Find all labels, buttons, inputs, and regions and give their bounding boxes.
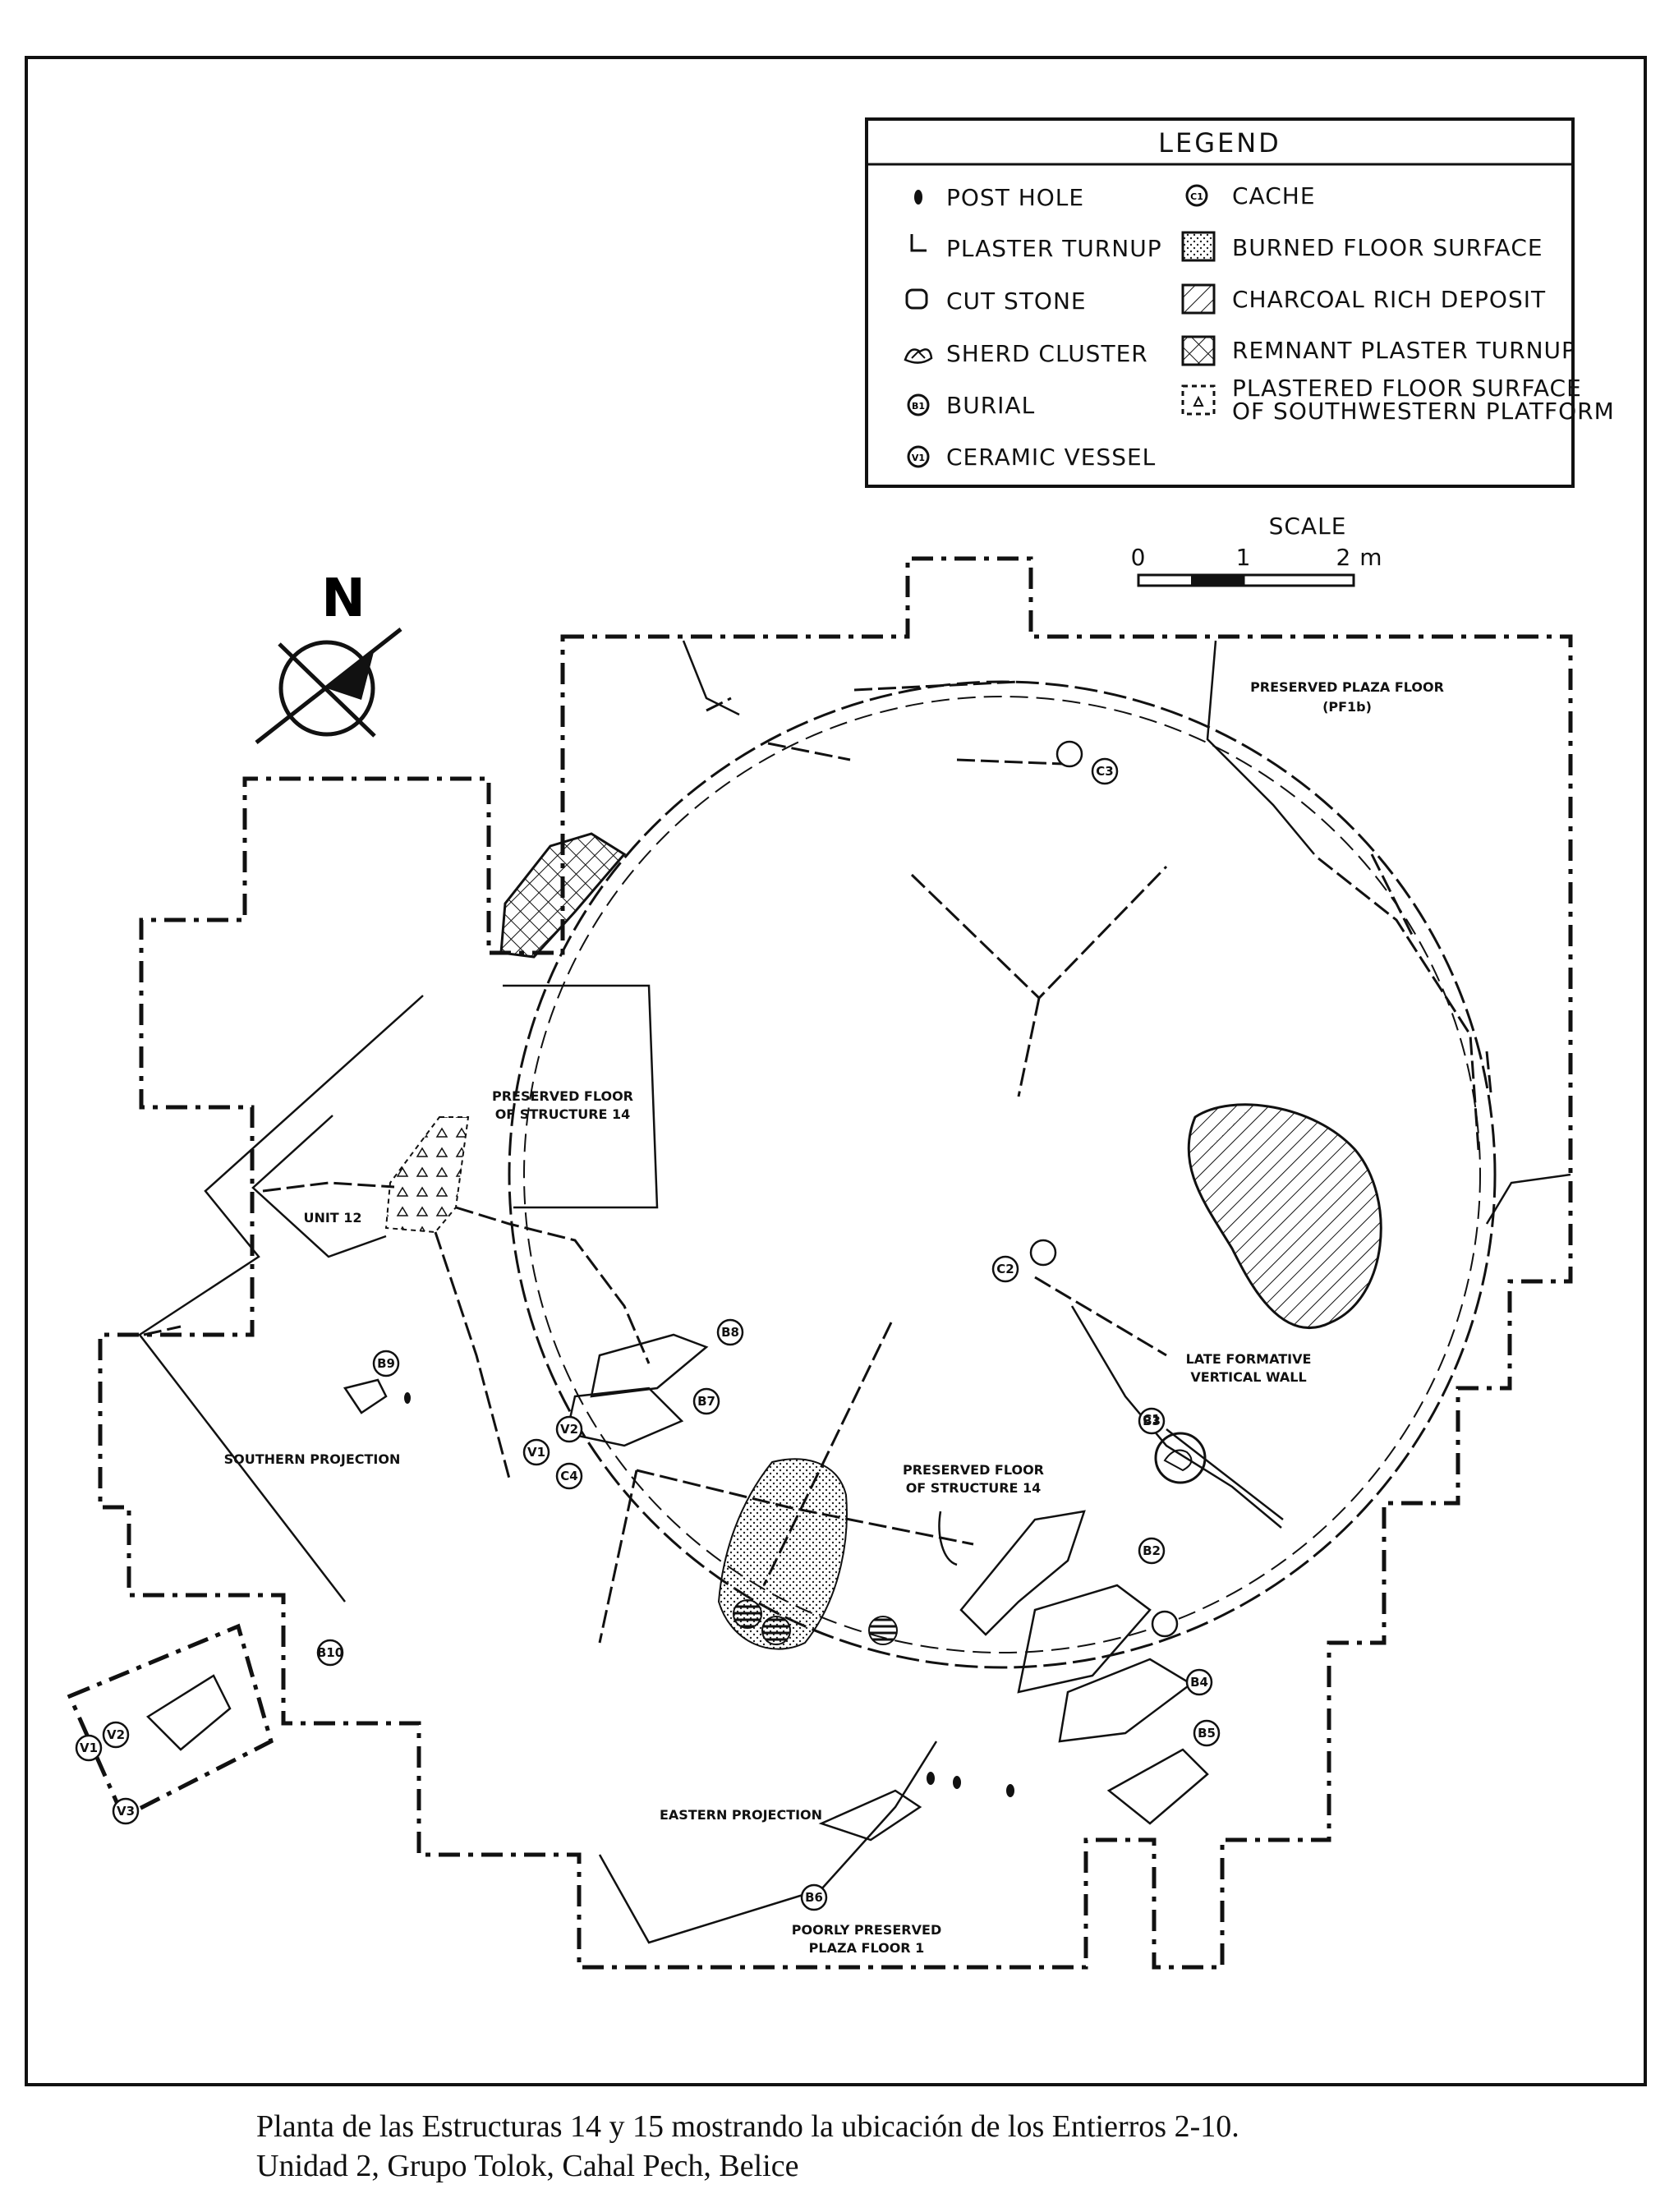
striped-features xyxy=(733,1599,898,1645)
marker-b2: B2 xyxy=(1143,1543,1161,1558)
label-late-wall-2: VERTICAL WALL xyxy=(1190,1369,1306,1385)
plastered-floor-swatch xyxy=(1181,384,1216,416)
label-late-wall-1: LATE FORMATIVE xyxy=(1186,1351,1312,1367)
marker-b5: B5 xyxy=(1198,1726,1216,1741)
scale-tick-2: 2 m xyxy=(1336,544,1383,571)
legend-sherd-cluster: SHERD CLUSTER xyxy=(946,340,1148,367)
legend-burial: BURIAL xyxy=(946,392,1035,419)
plan-linework xyxy=(138,640,1571,1944)
scale-bar: SCALE 0 1 2 m xyxy=(1131,513,1383,587)
label-plaza-floor-2: (PF1b) xyxy=(1322,699,1372,715)
scale-tick-1: 1 xyxy=(1236,544,1252,571)
label-plaza-floor-1: PRESERVED PLAZA FLOOR xyxy=(1250,679,1444,695)
svg-text:C1: C1 xyxy=(1190,191,1203,202)
legend-cache: CACHE xyxy=(1232,182,1316,209)
label-poor-floor-1: POORLY PRESERVED xyxy=(792,1922,941,1938)
burned-floor-swatch xyxy=(1181,231,1216,262)
marker-v2b: V2 xyxy=(107,1727,125,1742)
ceramic-vessel-icon: V1 xyxy=(907,445,930,468)
north-label: N xyxy=(321,568,366,629)
marker-labels: B8 B7 B9 B10 B3 B2 B4 B5 B6 V2 V1 V1 V2 … xyxy=(80,764,1216,1905)
legend-plaster-turnup: PLASTER TURNUP xyxy=(946,235,1162,262)
scale-title: SCALE xyxy=(1269,513,1347,540)
legend-post-hole: POST HOLE xyxy=(946,184,1084,211)
label-unit12: UNIT 12 xyxy=(303,1210,361,1226)
label-southern-projection: SOUTHERN PROJECTION xyxy=(224,1451,401,1467)
cache-icon: C1 xyxy=(1185,184,1208,207)
marker-b3: B3 xyxy=(1143,1414,1161,1428)
sherd-cluster-icon xyxy=(904,348,933,364)
label-floor14a-2: OF STRUCTURE 14 xyxy=(495,1106,631,1122)
marker-b8: B8 xyxy=(721,1325,739,1340)
marker-b10: B10 xyxy=(317,1645,343,1660)
post-holes xyxy=(404,1392,1014,1797)
post-hole-icon xyxy=(914,190,922,205)
cut-stone-icon xyxy=(905,288,928,310)
marker-b7: B7 xyxy=(697,1394,715,1409)
charcoal-deposit-swatch xyxy=(1181,283,1216,315)
label-eastern-projection: EASTERN PROJECTION xyxy=(660,1807,822,1823)
figure-caption-line1: Planta de las Estructuras 14 y 15 mostra… xyxy=(256,2109,1239,2144)
marker-c2: C2 xyxy=(996,1262,1014,1276)
remnant-turnup-swatch xyxy=(1181,335,1216,366)
marker-c4: C4 xyxy=(560,1469,577,1483)
legend-remnant-turnup: REMNANT PLASTER TURNUP xyxy=(1232,337,1576,364)
legend-cut-stone: CUT STONE xyxy=(946,287,1087,315)
legend-title: LEGEND xyxy=(1158,127,1281,159)
legend-plastered-floor-1: PLASTERED FLOOR SURFACE xyxy=(1232,375,1582,402)
svg-text:B1: B1 xyxy=(912,401,925,412)
excavation-boundary xyxy=(67,556,1573,1970)
label-floor14a-1: PRESERVED FLOOR xyxy=(492,1088,633,1104)
legend-burned-floor: BURNED FLOOR SURFACE xyxy=(1232,234,1543,261)
marker-v1: V1 xyxy=(527,1445,545,1460)
remnant-plaster-turnup-area xyxy=(499,832,627,959)
marker-v3: V3 xyxy=(117,1804,135,1819)
legend-plastered-floor-2: OF SOUTHWESTERN PLATFORM xyxy=(1232,398,1615,425)
legend: LEGEND POST HOLE PLASTER TURNUP CUT STON… xyxy=(865,117,1615,488)
figure-caption-line2: Unidad 2, Grupo Tolok, Cahal Pech, Belic… xyxy=(256,2149,799,2183)
marker-v1b: V1 xyxy=(80,1741,98,1755)
legend-ceramic-vessel: CERAMIC VESSEL xyxy=(946,444,1156,471)
plaster-turnup-icon xyxy=(910,234,927,252)
sherd-cluster-feature xyxy=(1154,1432,1207,1484)
area-labels: PRESERVED PLAZA FLOOR (PF1b) PRESERVED F… xyxy=(224,679,1444,1956)
burial-icon: B1 xyxy=(907,393,930,416)
internal-walls xyxy=(143,680,1492,1644)
label-floor14b-2: OF STRUCTURE 14 xyxy=(906,1480,1042,1496)
label-floor14b-1: PRESERVED FLOOR xyxy=(903,1462,1044,1478)
north-arrow: N xyxy=(255,568,402,744)
marker-b4: B4 xyxy=(1190,1675,1208,1690)
legend-charcoal-deposit: CHARCOAL RICH DEPOSIT xyxy=(1232,286,1546,313)
figure-frame xyxy=(25,56,1647,2086)
marker-c1: C1 xyxy=(1143,1412,1160,1427)
scale-tick-0: 0 xyxy=(1131,544,1147,571)
svg-text:V1: V1 xyxy=(912,453,925,463)
marker-c3: C3 xyxy=(1096,764,1113,779)
marker-b6: B6 xyxy=(805,1890,823,1905)
plastered-floor-area xyxy=(384,1116,470,1234)
label-poor-floor-2: PLAZA FLOOR 1 xyxy=(809,1940,925,1956)
burial-clusters xyxy=(146,1333,1209,1842)
marker-v2: V2 xyxy=(560,1422,578,1437)
charcoal-deposit-area xyxy=(1187,1103,1382,1329)
markers xyxy=(75,740,1221,1911)
marker-b9: B9 xyxy=(377,1356,395,1371)
